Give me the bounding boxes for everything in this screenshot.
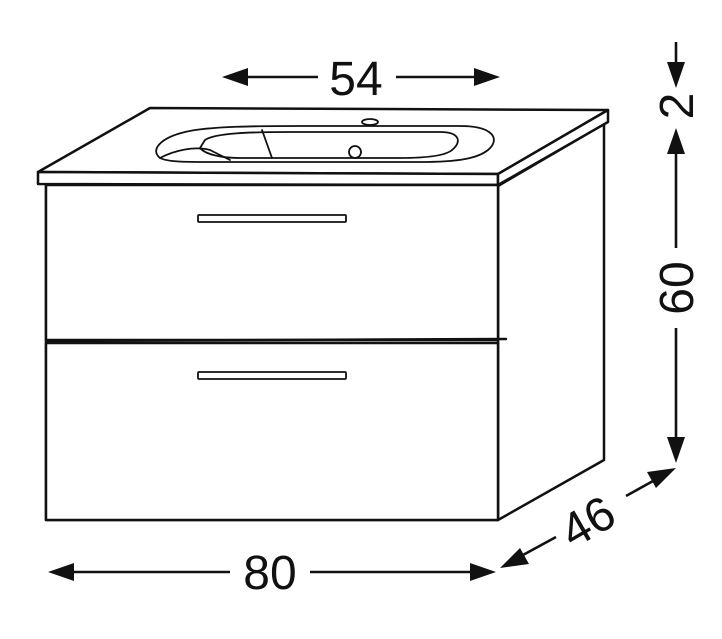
- tap-hole-icon: [361, 118, 379, 126]
- lower-drawer-handle[interactable]: [197, 371, 347, 380]
- cabinet-side-panel: [496, 122, 606, 522]
- arrow-right-icon: [474, 68, 500, 86]
- drawer-divider: [44, 337, 508, 343]
- vanity-cabinet: [36, 106, 610, 522]
- upper-drawer-handle[interactable]: [197, 214, 347, 223]
- arrow-left-icon: [48, 563, 74, 581]
- basin-front-lip: [159, 147, 231, 161]
- depth-label: 46: [552, 486, 625, 559]
- arrow-down-icon: [667, 62, 685, 88]
- arrow-down-icon: [667, 437, 685, 463]
- top-thickness-label: 2: [651, 93, 704, 120]
- arrow-left-icon: [222, 68, 248, 86]
- lower-drawer-front[interactable]: [44, 341, 500, 522]
- cabinet-height-label: 60: [651, 261, 704, 314]
- basin-outer-rim: [155, 125, 495, 163]
- arrow-up-icon: [667, 128, 685, 154]
- basin-bowl-shadow: [261, 129, 273, 159]
- dimension-basin-width: 54: [222, 53, 500, 106]
- arrow-right-icon: [470, 563, 496, 581]
- arrow-down-left-icon: [500, 548, 529, 568]
- drain-hole-icon: [348, 145, 362, 159]
- dimension-cabinet-height: 60: [651, 128, 704, 463]
- upper-drawer-front[interactable]: [44, 183, 500, 342]
- dimension-total-width: 80: [48, 547, 496, 600]
- countertop-side-edge: [496, 108, 610, 187]
- arrow-up-right-icon: [647, 468, 676, 488]
- total-width-label: 80: [243, 547, 296, 600]
- dimension-top-thickness: 2: [651, 42, 704, 119]
- countertop-front-edge: [36, 170, 500, 187]
- basin-width-label: 54: [329, 53, 382, 106]
